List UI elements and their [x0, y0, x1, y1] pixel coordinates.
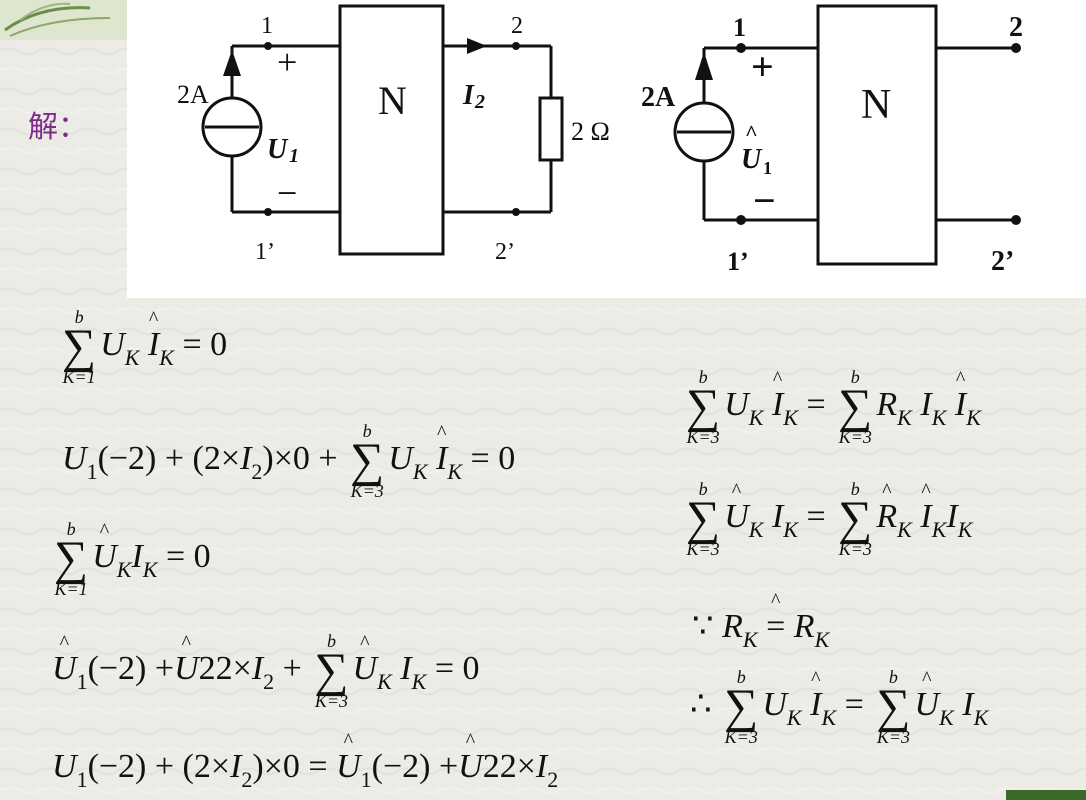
- voltage-label-1: U: [267, 134, 289, 165]
- node-label: 2’: [495, 239, 515, 265]
- circuit-1: [201, 4, 564, 256]
- equation-right-1: b∑K=3UK IK = b∑K=3RK IK IK: [682, 368, 981, 446]
- summation: b∑K=3: [350, 421, 385, 501]
- node-dot: [736, 43, 746, 53]
- summation: b∑K=1: [54, 519, 89, 599]
- summation: b∑K=3: [838, 367, 873, 447]
- node-dot: [736, 215, 746, 225]
- corner-bar: [1006, 790, 1086, 800]
- network-label-2: N: [861, 82, 891, 128]
- polarity-plus: +: [277, 42, 297, 82]
- source-label-2: 2A: [641, 82, 676, 113]
- node-label: 2’: [991, 246, 1014, 277]
- summation: b∑K=3: [686, 479, 721, 559]
- hat-mark: ^: [745, 120, 758, 145]
- voltage-label-2: U: [741, 144, 763, 175]
- node-label: 1’: [727, 247, 749, 276]
- node-label: 2: [511, 13, 523, 39]
- voltage-sub-2: 1: [763, 158, 772, 178]
- equation-2: U1(−2) + (2×I2)×0 + b∑K=3UK IK = 0: [62, 422, 515, 500]
- summation: b∑K=3: [314, 631, 349, 711]
- equation-1: b∑K=1UK IK = 0: [58, 308, 227, 386]
- polarity-minus: −: [753, 178, 776, 223]
- source-arrow-2: [695, 52, 713, 80]
- summation: b∑K=3: [724, 667, 759, 747]
- equation-right-4: ∴ b∑K=3UK IK = b∑K=3UK IK: [690, 668, 988, 746]
- current-arrow: [467, 38, 487, 54]
- node-label: 1’: [255, 239, 275, 265]
- polarity-plus: +: [751, 44, 774, 89]
- node-dot: [512, 42, 520, 50]
- summation: b∑K=3: [838, 479, 873, 559]
- network-box-1: [338, 4, 445, 256]
- current-source-2: [673, 101, 735, 163]
- node-label: 1: [733, 13, 746, 42]
- current-sub: 2: [474, 91, 485, 113]
- equation-right-3: ∵ RK = RK: [692, 606, 829, 653]
- node-label: 1: [261, 13, 273, 39]
- voltage-sub-1: 1: [289, 145, 299, 167]
- current-label: I: [462, 80, 475, 111]
- summation: b∑K=1: [62, 307, 97, 387]
- leaf-decoration: [0, 0, 130, 40]
- equation-right-2: b∑K=3UK IK = b∑K=3RK IKIK: [682, 480, 972, 558]
- terminal-dot: [1011, 43, 1021, 53]
- node-dot: [512, 208, 520, 216]
- summation: b∑K=3: [686, 367, 721, 447]
- solution-label: 解：: [28, 110, 88, 145]
- source-arrow-1: [223, 50, 241, 76]
- summation: b∑K=3: [876, 667, 911, 747]
- resistor: [538, 96, 564, 162]
- terminal-dot: [1011, 215, 1021, 225]
- node-dot: [264, 42, 272, 50]
- equation-5: U1(−2) + (2×I2)×0 = U1(−2) +U22×I2: [52, 748, 558, 793]
- circuit-2: [673, 4, 1016, 266]
- current-source-1: [201, 96, 263, 158]
- equation-3: b∑K=1UKIK = 0: [50, 520, 211, 598]
- resistor-label: 2 Ω: [571, 117, 610, 146]
- network-label-1: N: [378, 78, 407, 123]
- node-label: 2: [1009, 12, 1023, 43]
- equation-4: U1(−2) +U22×I2 + b∑K=3UK IK = 0: [52, 632, 480, 710]
- polarity-minus: −: [277, 173, 297, 213]
- circuit-diagrams: 2A 1 + − U 1 1’ N I 2 2 2 Ω 2’ 2A 1 + − …: [177, 4, 1023, 277]
- network-box-2: [816, 4, 938, 266]
- node-dot: [264, 208, 272, 216]
- source-label-1: 2A: [177, 80, 209, 109]
